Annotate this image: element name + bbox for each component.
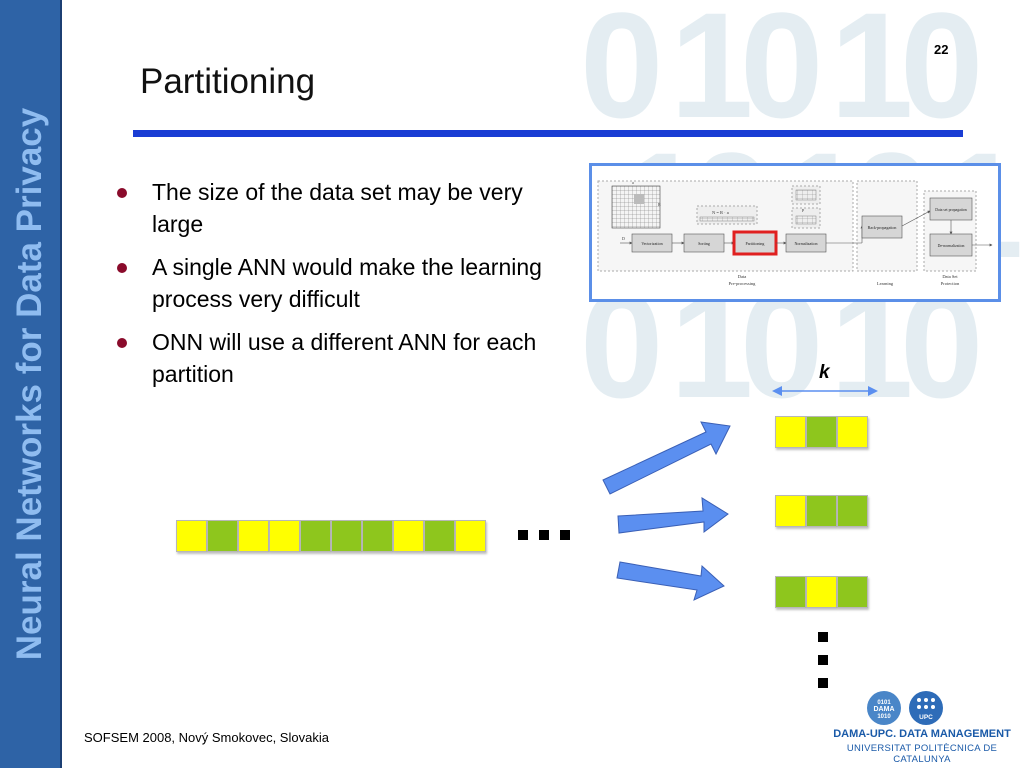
bullet-icon [117,263,127,273]
caption-data: Data [738,274,747,279]
formula-text: N = R · a [712,210,729,215]
bullet-text: The size of the data set may be very lar… [152,179,523,237]
bullet-text: ONN will use a different ANN for each pa… [152,329,537,387]
partition-block [775,416,868,448]
yellow-cell [269,520,300,552]
box-denormalization: De-normalization [938,244,965,248]
footer-text: SOFSEM 2008, Nový Smokovec, Slovakia [84,730,329,745]
green-cell [775,576,806,608]
caption-protection: Protection [941,281,960,286]
caption-dataset: Data Set [942,274,958,279]
yellow-cell [176,520,207,552]
green-cell [300,520,331,552]
horizontal-ellipsis-icon [518,530,570,540]
arrow-icon [602,421,731,495]
svg-text:1010: 1010 [877,714,891,720]
svg-text:P: P [802,208,805,213]
bullet-item: A single ANN would make the learning pro… [112,251,542,315]
box-vectorization: Vectorization [641,241,662,246]
svg-text:D: D [622,236,625,241]
green-cell [207,520,238,552]
bullet-text: A single ANN would make the learning pro… [152,254,542,312]
svg-text:a: a [632,180,634,185]
yellow-cell [775,495,806,527]
sidebar-title: Neural Networks for Data Privacy [10,107,49,661]
svg-text:UPC: UPC [919,714,933,721]
green-cell [362,520,393,552]
bullet-item: ONN will use a different ANN for each pa… [112,326,542,390]
green-cell [331,520,362,552]
green-cell [837,495,868,527]
green-cell [806,416,837,448]
sidebar: Neural Networks for Data Privacy [0,0,62,768]
data-sequence [176,520,486,552]
svg-text:0101: 0101 [877,700,891,706]
green-cell [806,495,837,527]
box-sorting: Sorting [698,241,710,246]
bullet-item: The size of the data set may be very lar… [112,176,542,240]
yellow-cell [455,520,486,552]
caption-learning: Learning [877,281,894,286]
yellow-cell [837,416,868,448]
box-backpropagation: Back-propagation [868,225,897,230]
yellow-cell [806,576,837,608]
yellow-cell [775,416,806,448]
slide-title: Partitioning [140,62,316,101]
dama-upc-logo: 0101 DAMA 1010 UPC DAMA-UPC. DATA MANAGE… [822,688,1022,765]
green-cell [424,520,455,552]
pipeline-diagram: R a N = R · a P D Vectorization Sorting … [589,163,1001,302]
k-width-arrow [772,386,878,396]
logo-title: DAMA-UPC. DATA MANAGEMENT [833,728,1011,740]
partition-block [775,495,868,527]
green-cell [837,576,868,608]
arrow-icon [617,497,729,534]
box-partitioning: Partitioning [746,241,765,246]
k-label: k [819,362,830,383]
partition-arrows [602,421,731,601]
bullet-icon [117,188,127,198]
svg-text:R: R [658,202,661,207]
yellow-cell [238,520,269,552]
caption-preprocessing: Pre-processing [729,281,756,286]
yellow-cell [393,520,424,552]
slide-number: 22 [934,42,949,57]
box-dataset-propagation: Data set propagation [935,208,967,212]
bullet-icon [117,338,127,348]
logo-subtitle: UNIVERSITAT POLITÈCNICA DE CATALUNYA [846,743,998,765]
box-normalization: Normalization [794,241,817,246]
title-divider [133,130,963,137]
svg-text:DAMA: DAMA [874,706,895,713]
partition-block [775,576,868,608]
bullet-list: The size of the data set may be very lar… [112,176,542,401]
arrow-icon [616,561,725,601]
vertical-ellipsis-icon [818,632,828,688]
